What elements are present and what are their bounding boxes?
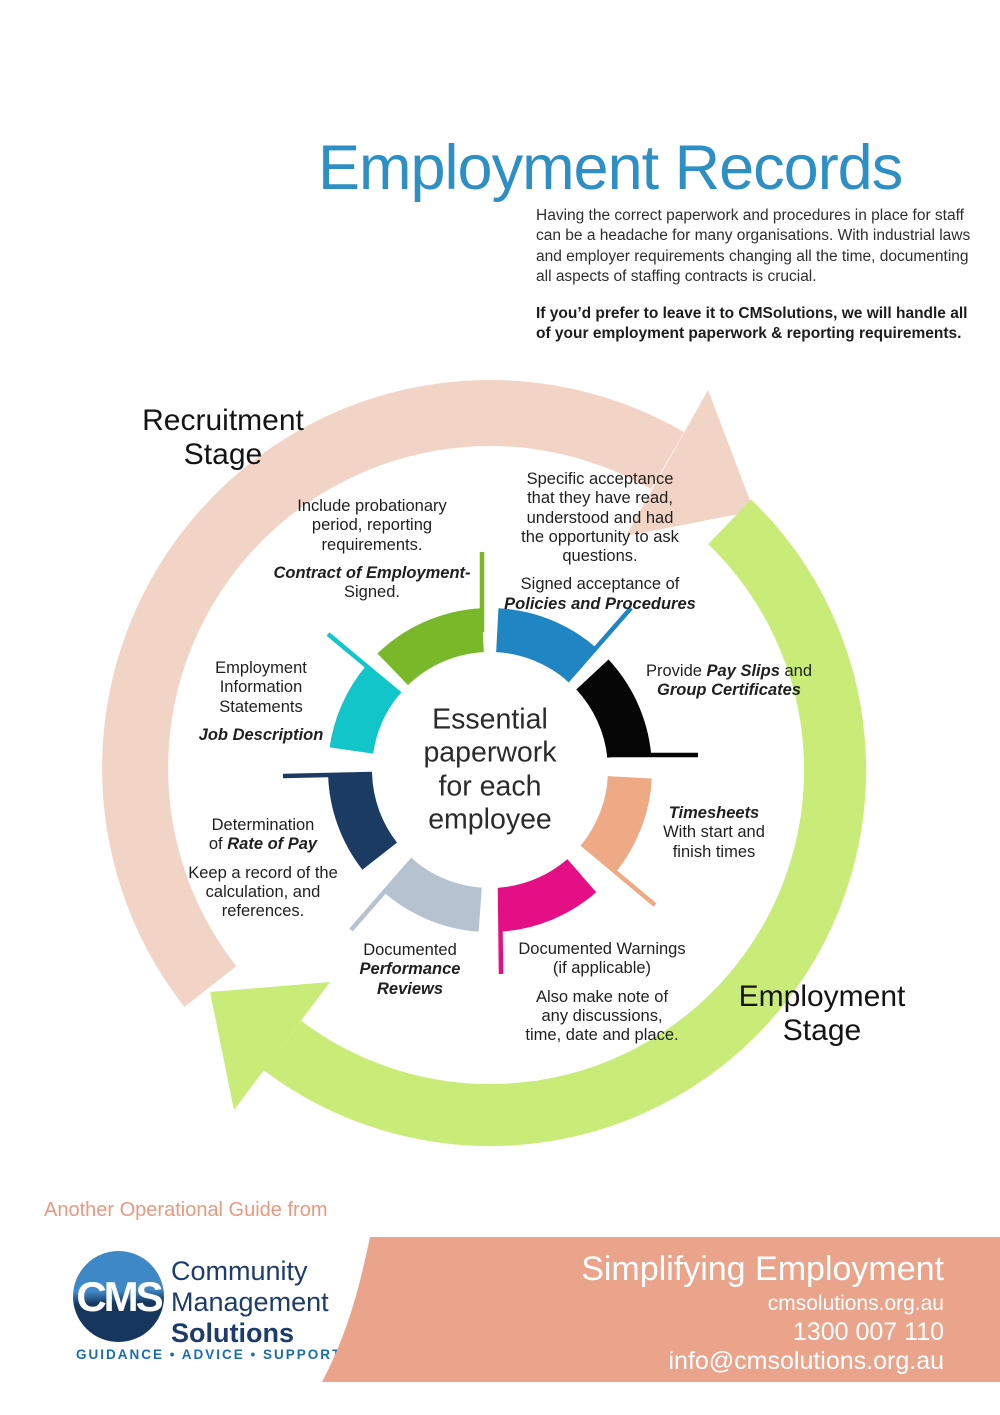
company-name: Community Management Solutions	[171, 1256, 329, 1348]
cms-logo: CMS	[73, 1251, 164, 1342]
footer-banner-shape	[322, 1237, 1000, 1382]
intro-emphasis-paragraph: If you’d prefer to leave it to CMSolutio…	[536, 304, 968, 343]
footer-contact-block: Simplifying Employment cmsolutions.org.a…	[581, 1249, 944, 1377]
banner-phone: 1300 007 110	[792, 1317, 944, 1346]
rate-of-pay-callout-line	[282, 771, 373, 779]
recruitment-stage-arrow-head	[626, 390, 754, 536]
company-name-line1: Community	[171, 1256, 308, 1286]
segment-pay-slips	[575, 659, 652, 759]
cms-logo-monogram: CMS	[76, 1272, 163, 1320]
segment-documented-warnings	[497, 858, 597, 932]
footer-banner-swoosh	[322, 1237, 1000, 1382]
employment-stage-arrow-head	[210, 982, 330, 1110]
intro-paragraph: Having the correct paperwork and procedu…	[536, 206, 971, 286]
employment-stage-arrow	[263, 499, 867, 1146]
banner-email: info@cmsolutions.org.au	[668, 1347, 944, 1376]
recruitment-stage-arrow	[102, 380, 684, 1007]
company-motto: GUIDANCE • ADVICE • SUPPORT	[76, 1347, 343, 1362]
banner-website: cmsolutions.org.au	[767, 1292, 944, 1316]
segment-employment-information	[329, 665, 401, 755]
segment-performance-reviews	[383, 858, 483, 932]
banner-heading: Simplifying Employment	[581, 1250, 944, 1288]
segment-rate-of-pay	[328, 773, 398, 870]
segment-timesheets	[581, 775, 652, 872]
segment-policies-and-procedures	[495, 608, 597, 682]
page-title: Employment Records	[318, 133, 903, 204]
footer-tagline: Another Operational Guide from	[44, 1199, 328, 1221]
company-name-line2: Management	[171, 1286, 329, 1317]
employment-information-callout-line	[326, 632, 402, 696]
company-name-line3: Solutions	[171, 1317, 294, 1348]
label-documented-warnings: Documented Warnings(if applicable)Also m…	[518, 940, 686, 1045]
segment-contract-of-employment	[377, 608, 485, 686]
